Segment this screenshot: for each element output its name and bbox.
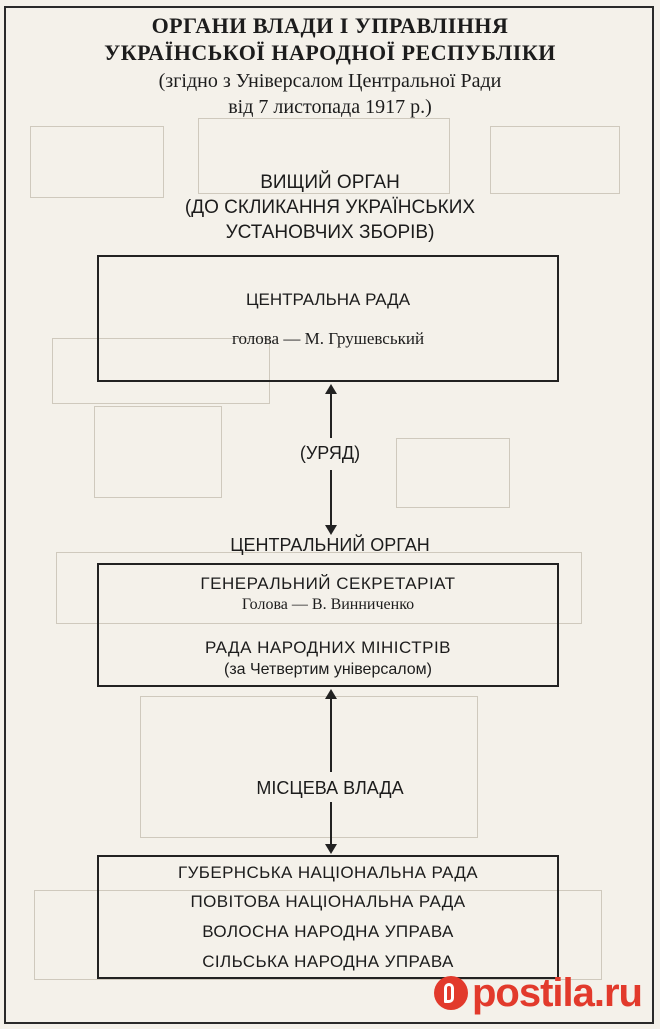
- page-subtitle: від 7 листопада 1917 р.): [228, 96, 432, 118]
- central-rada-title: ЦЕНТРАЛЬНА РАДА: [245, 290, 411, 309]
- arrow-up-icon: [325, 384, 337, 394]
- ghost-box: [56, 552, 582, 624]
- connector-line: [330, 698, 332, 772]
- page-title: УКРАЇНСЬКОЇ НАРОДНОЇ РЕСПУБЛІКИ: [104, 40, 556, 65]
- local-authority-box: ГУБЕРНСЬКА НАЦІОНАЛЬНА РАДА ПОВІТОВА НАЦ…: [97, 855, 559, 979]
- page-title: ОРГАНИ ВЛАДИ І УПРАВЛІННЯ: [151, 13, 509, 38]
- local-authority-label: МІСЦЕВА ВЛАДА: [256, 778, 404, 798]
- secretariat-title: ГЕНЕРАЛЬНИЙ СЕКРЕТАРІАТ: [200, 574, 456, 593]
- local-authority-item: СІЛЬСЬКА НАРОДНА УПРАВА: [202, 952, 454, 971]
- government-label: (УРЯД): [299, 443, 361, 463]
- ghost-box: [396, 438, 510, 508]
- connector-line: [330, 393, 332, 438]
- secretariat-box: ГЕНЕРАЛЬНИЙ СЕКРЕТАРІАТ Голова — В. Винн…: [97, 563, 559, 687]
- supreme-organ-label: УСТАНОВЧИХ ЗБОРІВ): [225, 222, 435, 243]
- supreme-organ-label: (ДО СКЛИКАННЯ УКРАЇНСЬКИХ: [184, 197, 476, 218]
- ghost-box: [30, 126, 164, 198]
- ghost-box: [34, 890, 602, 980]
- arrow-up-icon: [325, 689, 337, 699]
- local-authority-item: ГУБЕРНСЬКА НАЦІОНАЛЬНА РАДА: [177, 863, 479, 882]
- connector-line: [330, 802, 332, 845]
- ghost-box: [490, 126, 620, 194]
- ghost-box: [94, 406, 222, 498]
- ministers-council-note: (за Четвертим універсалом): [224, 661, 432, 678]
- ministers-council-title: РАДА НАРОДНИХ МІНІСТРІВ: [204, 638, 452, 657]
- page-frame: [4, 6, 654, 1024]
- arrow-down-icon: [325, 525, 337, 535]
- ghost-box: [140, 696, 478, 838]
- ghost-box: [198, 118, 450, 194]
- local-authority-item: ВОЛОСНА НАРОДНА УПРАВА: [202, 922, 454, 941]
- secretariat-head: Голова — В. Винниченко: [241, 596, 415, 613]
- supreme-organ-label: ВИЩИЙ ОРГАН: [260, 172, 400, 193]
- ghost-box: [52, 338, 270, 404]
- central-rada-head: голова — М. Грушевський: [231, 329, 425, 348]
- central-rada-box: ЦЕНТРАЛЬНА РАДА голова — М. Грушевський: [97, 255, 559, 382]
- arrow-down-icon: [325, 844, 337, 854]
- connector-line: [330, 470, 332, 526]
- local-authority-item: ПОВІТОВА НАЦІОНАЛЬНА РАДА: [190, 892, 466, 911]
- postila-logo-icon: [433, 976, 468, 1010]
- watermark-text: postila.ru: [471, 970, 643, 1015]
- postila-watermark: postila.ru: [433, 970, 643, 1015]
- page-subtitle: (згідно з Універсалом Центральної Ради: [158, 70, 502, 92]
- central-organ-label: ЦЕНТРАЛЬНИЙ ОРГАН: [230, 535, 430, 555]
